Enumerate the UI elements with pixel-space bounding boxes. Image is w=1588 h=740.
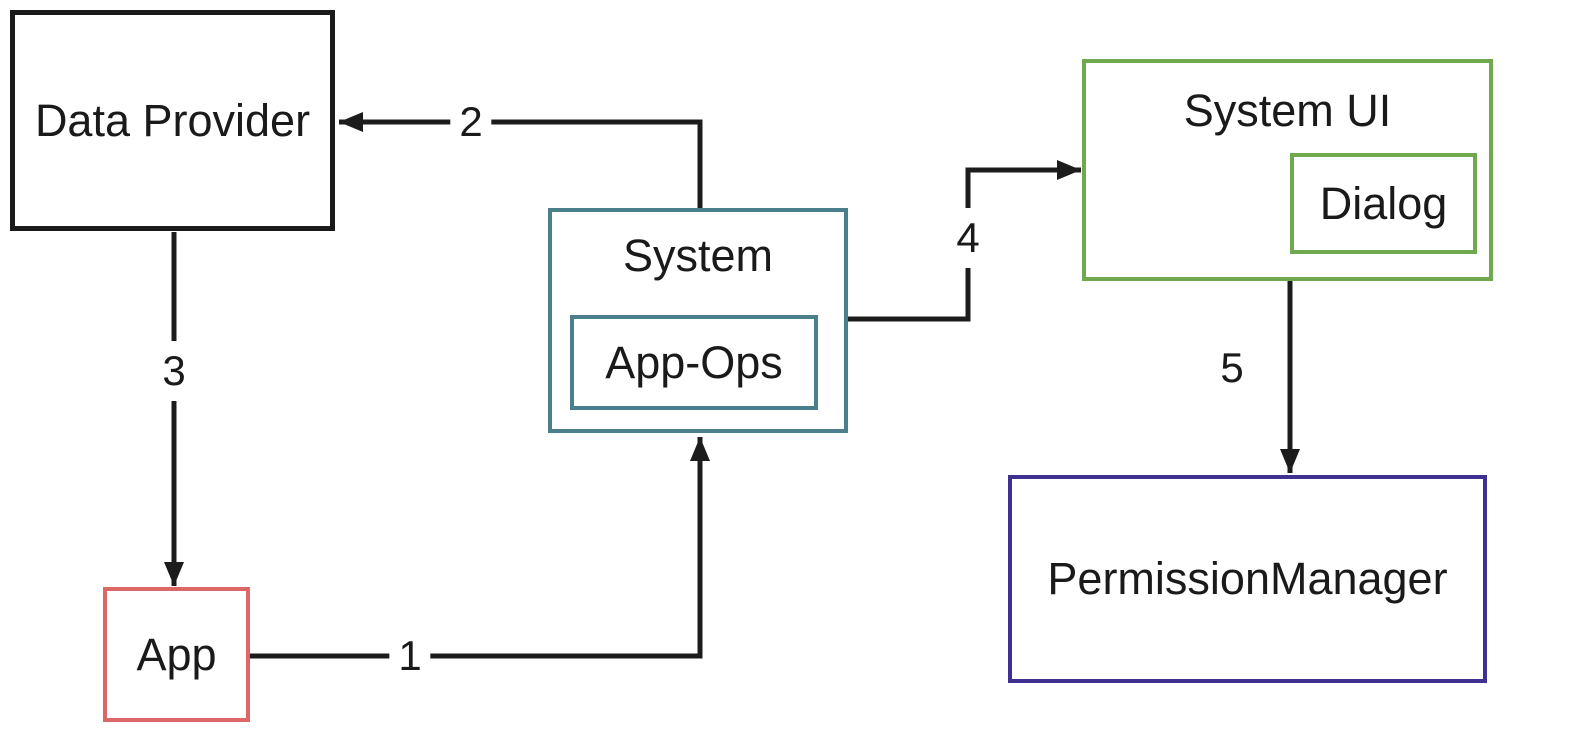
edge-4-label: 4 [947, 208, 989, 268]
dialog-node: Dialog [1290, 153, 1477, 254]
system-label: System [622, 230, 774, 281]
app-ops-node: App-Ops [570, 315, 818, 410]
data-provider-label: Data Provider [34, 94, 311, 146]
dialog-label: Dialog [1319, 177, 1448, 229]
edge-1-line [250, 437, 710, 659]
app-node: App [103, 587, 250, 722]
edge-2-line [339, 112, 703, 208]
edge-2-label: 2 [450, 92, 492, 152]
permission-manager-node: PermissionManager [1008, 475, 1487, 683]
edge-1-label: 1 [389, 626, 431, 686]
app-ops-label: App-Ops [605, 336, 783, 388]
app-label: App [136, 628, 217, 680]
edge-5-label: 5 [1214, 343, 1250, 393]
system-ui-node: System UI Dialog [1082, 59, 1493, 281]
system-ui-label: System UI [1183, 85, 1392, 136]
data-provider-node: Data Provider [10, 10, 335, 231]
edge-3-label: 3 [153, 341, 195, 401]
system-node: System App-Ops [548, 208, 848, 433]
permission-manager-label: PermissionManager [1047, 553, 1448, 605]
